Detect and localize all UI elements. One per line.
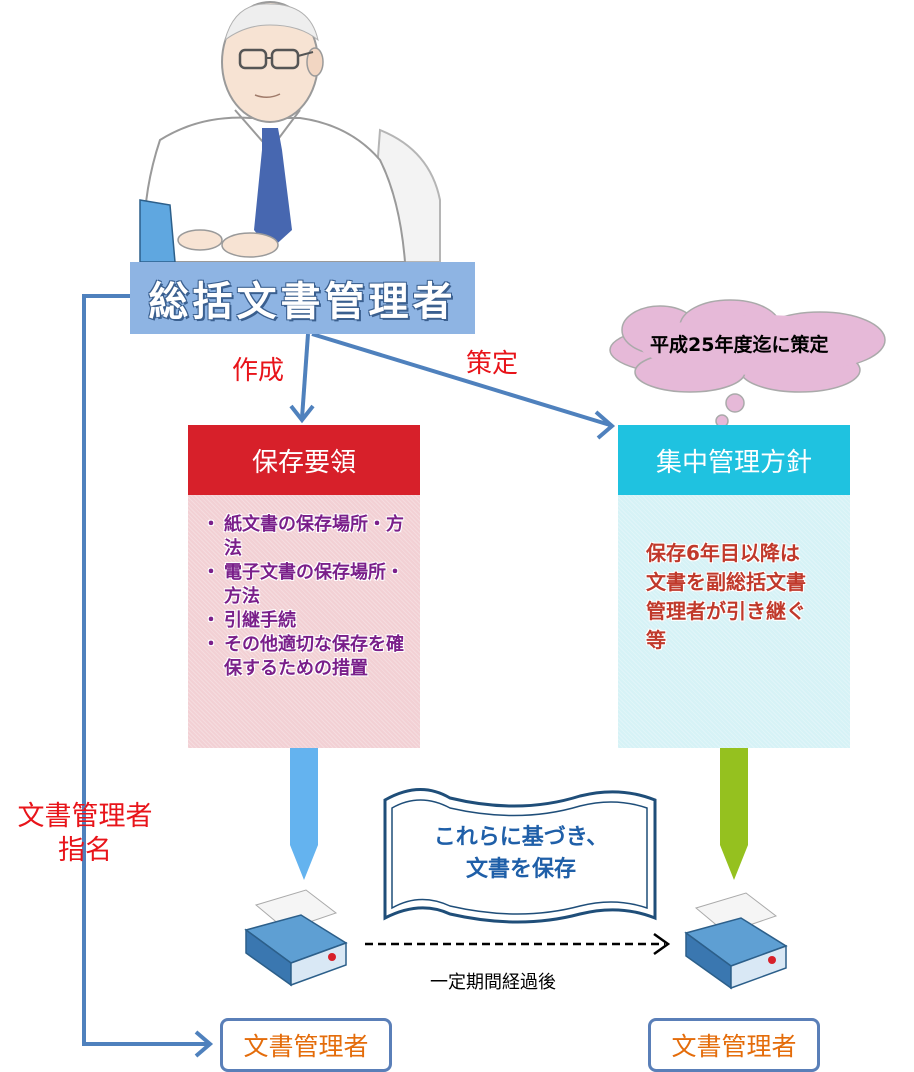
storage-guideline-list: 紙文書の保存場所・方法 電子文書の保存場所・方法 引継手続 その他適切な保存を確…: [202, 513, 410, 681]
scroll-text-line2: 文書を保存: [465, 857, 576, 882]
formulate-arrow-line: [311, 332, 611, 427]
storage-guideline-header: 保存要領: [188, 425, 420, 495]
appoint-document-manager-label: 文書管理者 指名: [10, 800, 160, 868]
right-down-arrow: [720, 735, 748, 880]
create-arrow-line: [300, 333, 310, 419]
left-down-arrow: [290, 735, 318, 880]
side-label-line2: 指名: [58, 835, 112, 866]
formulate-label: 策定: [466, 349, 519, 379]
after-fixed-period-label: 一定期間経過後: [430, 972, 556, 993]
storage-guideline-body: 紙文書の保存場所・方法 電子文書の保存場所・方法 引継手続 その他適切な保存を確…: [188, 495, 420, 748]
formulate-arrow-head: [594, 410, 616, 440]
scroll-text-line1: これらに基づき、: [433, 825, 609, 850]
scroll-text: これらに基づき、 文書を保存: [395, 822, 647, 886]
list-item: 電子文書の保存場所・方法: [202, 561, 410, 609]
thought-cloud: [609, 299, 886, 428]
list-item: 引継手続: [202, 609, 410, 633]
central-management-policy-body: 保存6年目以降は文書を副総括文書管理者が引き継ぐ 等: [618, 495, 886, 748]
scroll-banner: [383, 788, 657, 924]
dashed-arrow-head: [653, 932, 671, 956]
side-label-line1: 文書管理者: [17, 801, 153, 832]
cloud-note: 平成25年度迄に策定: [650, 334, 829, 356]
chief-document-manager-title: 総括文書管理者: [130, 262, 475, 334]
central-management-policy-header: 集中管理方針: [618, 425, 850, 495]
create-label: 作成: [232, 356, 285, 386]
central-management-policy-text: 保存6年目以降は文書を副総括文書管理者が引き継ぐ 等: [646, 541, 886, 652]
document-manager-right: 文書管理者: [648, 1018, 820, 1072]
list-item: その他適切な保存を確保するための措置: [202, 633, 410, 681]
document-manager-left: 文書管理者: [220, 1018, 392, 1072]
appoint-arrow-line: [82, 294, 208, 1046]
book-stack-icon-right: [684, 892, 788, 990]
create-arrow-head: [289, 404, 315, 424]
appoint-arrow-head: [194, 1030, 214, 1058]
book-stack-icon-left: [244, 889, 348, 987]
list-item: 紙文書の保存場所・方法: [202, 513, 410, 561]
